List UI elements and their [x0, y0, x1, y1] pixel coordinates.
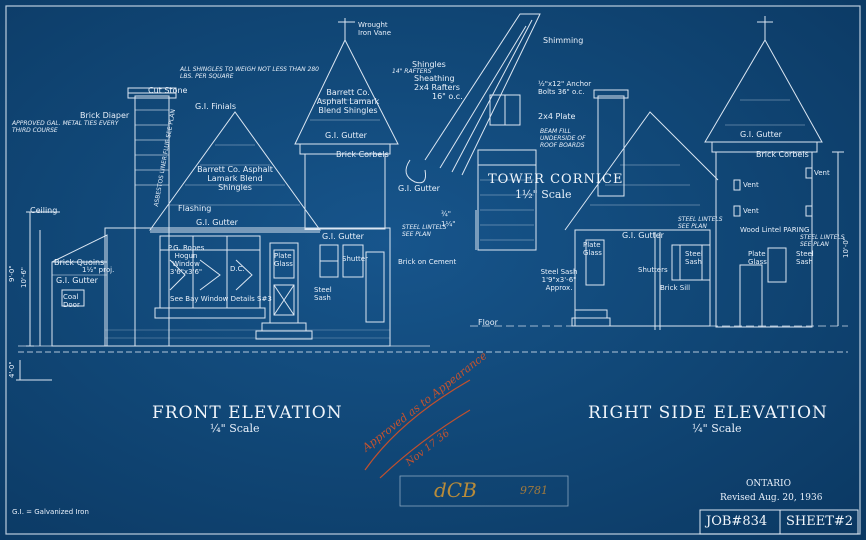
right-side-elevation-scale: ¼" Scale: [692, 422, 742, 435]
label-brick-quoins: Brick Quoins: [54, 258, 105, 267]
label-beam-fill: BEAM FILL UNDERSIDE OF ROOF BOARDS: [540, 128, 586, 149]
label-gi-gutter-cornice: G.I. Gutter: [398, 184, 440, 193]
label-dim-three-quarter: ¾": [441, 210, 452, 218]
label-coal-door: Coal Door: [63, 293, 80, 309]
front-elevation-title: FRONT ELEVATION: [152, 403, 343, 423]
label-shutter: Shutter: [342, 255, 368, 263]
initials: dCB: [434, 478, 477, 502]
label-dim-one-quarter: 1¼": [441, 220, 456, 228]
label-gi-gutter-side: G.I. Gutter: [322, 232, 364, 241]
label-brick-on-cement: Brick on Cement: [398, 258, 457, 266]
label-brick-corbels: Brick Corbels: [336, 150, 389, 159]
label-barrett-main: Barrett Co. Asphalt Lamark Blend Shingle…: [197, 165, 273, 192]
label-gi-gutter-main: G.I. Gutter: [196, 218, 238, 227]
label-gi-gutter-wing: G.I. Gutter: [56, 276, 98, 285]
label-gi-gutter-tower: G.I. Gutter: [325, 131, 367, 140]
label-brick-corbels-side: Brick Corbels: [756, 150, 809, 159]
label-vent-2: Vent: [743, 207, 759, 215]
label-quoins-dim: 1½" proj.: [82, 266, 115, 274]
label-shutters: Shutters: [638, 266, 668, 274]
label-floor: Floor: [478, 318, 498, 327]
label-shingle-note: ALL SHINGLES TO WEIGH NOT LESS THAN 280 …: [180, 66, 319, 80]
label-rafters: 2x4 Rafters: [414, 83, 460, 92]
front-elevation-scale: ¼" Scale: [210, 422, 260, 435]
tower-cornice-title: TOWER CORNICE: [488, 172, 624, 187]
label-brick-sill: Brick Sill: [660, 284, 691, 292]
label-dim-4ft: 4'-0": [8, 361, 16, 378]
tower-cornice-scale: 1½" Scale: [515, 188, 572, 201]
label-dc: D.C.: [230, 265, 245, 273]
label-steel-lintels-side: STEEL LINTELS SEE PLAN: [678, 216, 723, 230]
label-wrought-iron: Wrought Iron Vane: [358, 21, 392, 37]
label-steel-lintels-front: STEEL LINTELS SEE PLAN: [402, 224, 447, 238]
label-gi-finials: G.I. Finials: [195, 102, 237, 111]
legend-note: G.I. = Galvanized Iron: [12, 508, 89, 516]
label-vent-3: Vent: [814, 169, 830, 177]
label-flashing: Flashing: [178, 204, 212, 213]
sheet-number: SHEET#2: [786, 514, 854, 529]
label-plate-glass-side: Plate Glass: [583, 241, 602, 257]
label-bay-window: P.G. Ropes Hogun Window 3'6"x3'6": [167, 244, 205, 276]
job-number: JOB#834: [706, 514, 768, 529]
label-gi-gutter-side-tower: G.I. Gutter: [740, 130, 782, 139]
label-plate-glass-side-2: Plate Glass: [748, 250, 767, 266]
label-dim-9ft: 9'-0": [8, 265, 16, 282]
label-steel-sash-front: Steel Sash: [314, 286, 332, 302]
label-dim-10ft: 10'-6": [20, 266, 28, 288]
province-label: ONTARIO: [746, 479, 791, 489]
label-steel-sash-big: Steel Sash 1'9"x3'-6" Approx.: [540, 268, 578, 292]
label-sheathing: Sheathing: [414, 74, 455, 83]
label-rafter-spacing: 16" o.c.: [432, 92, 463, 101]
label-wood-lintel: Wood Lintel PARING: [740, 226, 810, 234]
label-ceiling: Ceiling: [30, 206, 58, 215]
label-steel-sash-right: Steel Sash: [796, 250, 814, 266]
label-shimming: Shimming: [543, 36, 584, 45]
label-metal-ties: APPROVED GAL. METAL TIES EVERY THIRD COU…: [12, 120, 119, 134]
label-gi-gutter-side-main: G.I. Gutter: [622, 231, 664, 240]
label-barrett-tower: Barrett Co. Asphalt Lamark Blend Shingle…: [316, 88, 380, 115]
label-shingle-rafters: 14" RAFTERS: [392, 68, 432, 75]
label-shingles: Shingles: [412, 60, 446, 69]
revised-date: Revised Aug. 20, 1936: [720, 493, 823, 503]
label-bay-note: See Bay Window Details S#3: [170, 295, 272, 303]
label-dim-side-10ft: 10'-0": [842, 236, 850, 258]
label-plate: 2x4 Plate: [538, 112, 576, 121]
right-side-elevation-title: RIGHT SIDE ELEVATION: [588, 403, 828, 423]
label-brick-diaper: Brick Diaper: [80, 111, 130, 120]
label-steel-sash-small: Steel Sash: [685, 250, 703, 266]
label-plate-glass-front: Plate Glass: [274, 252, 293, 268]
label-steel-lintels-side-2: STEEL LINTELS SEE PLAN: [800, 234, 845, 248]
label-anchor-bolts: ½"x12" Anchor Bolts 36" o.c.: [538, 80, 592, 96]
label-cut-stone: Cut Stone: [148, 86, 188, 95]
label-vent-1: Vent: [743, 181, 759, 189]
handwritten-number: 9781: [520, 484, 548, 497]
